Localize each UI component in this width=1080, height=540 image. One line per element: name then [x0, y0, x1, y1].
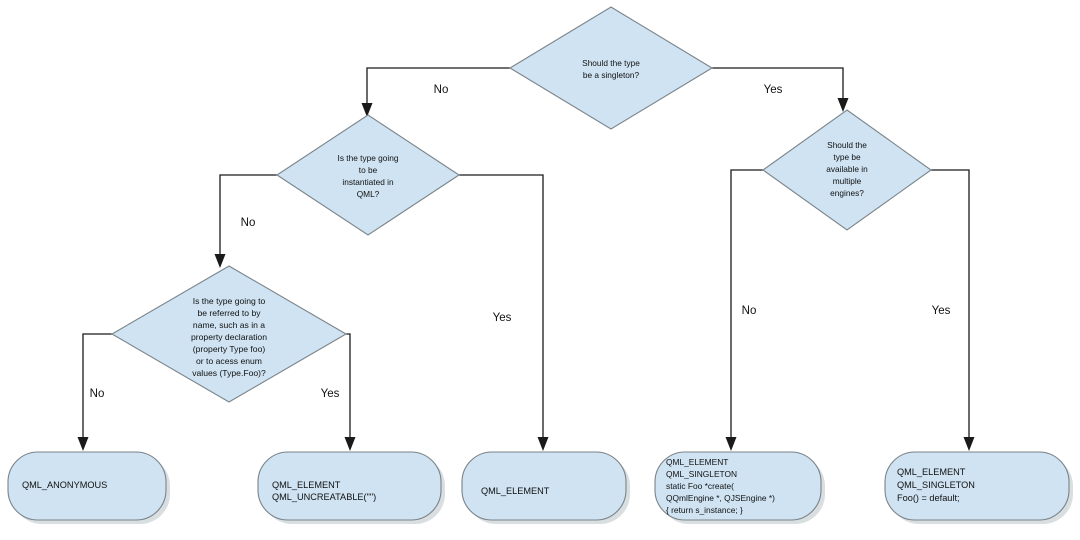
terminal-node-singleton-default[interactable]: QML_ELEMENT QML_SINGLETON Foo() = defaul… [884, 451, 1073, 524]
diamond-shape [762, 109, 932, 231]
decision-node-referred-by-name[interactable]: Is the type going to be referred to by n… [110, 265, 348, 403]
edge-path [931, 169, 970, 438]
edge-label-yes-1: Yes [764, 84, 783, 96]
edge-path [459, 174, 544, 438]
decision-line: Is the type going [338, 153, 399, 163]
decision-line: type be [833, 152, 861, 162]
diamond-shape [110, 265, 348, 403]
edge-label-no-3: No [90, 388, 105, 400]
terminal-line: static Foo *create( [666, 481, 734, 491]
terminal-node-qml-uncreatable[interactable]: QML_ELEMENT QML_UNCREATABLE("") [257, 451, 445, 524]
decision-node-singleton[interactable]: Should the type be a singleton? [508, 6, 714, 130]
edge-label-yes-4: Yes [932, 305, 951, 317]
terminal-line: { return s_instance; } [666, 505, 743, 515]
stadium-shape [461, 451, 627, 521]
edge-d1-no-to-d2: No [361, 67, 510, 117]
edge-d2-no-to-d4: No [214, 174, 277, 268]
terminal-line: QQmlEngine *, QJSEngine *) [666, 493, 775, 503]
decision-line: be referred to by [197, 308, 261, 318]
edge-label-no-2: No [241, 217, 256, 229]
terminal-line: QML_ELEMENT [897, 467, 966, 477]
decision-line: be a singleton? [583, 70, 640, 80]
decision-line: instantiated in [342, 177, 394, 187]
edge-d1-yes-to-d3: Yes [712, 67, 849, 112]
terminal-line: QML_ELEMENT [666, 457, 728, 467]
decision-line: Is the type going to [193, 296, 266, 306]
edge-label-yes-2: Yes [493, 312, 512, 324]
arrow-head-icon [725, 437, 737, 451]
terminal-node-singleton-create[interactable]: QML_ELEMENT QML_SINGLETON static Foo *cr… [654, 451, 825, 524]
decision-node-multiple-engines[interactable]: Should the type be available in multiple… [762, 109, 932, 231]
edge-d3-no-to-singleton-create: No [725, 169, 763, 451]
terminal-line: QML_UNCREATABLE("") [272, 492, 376, 502]
terminal-line: QML_SINGLETON [897, 480, 975, 490]
stadium-shape [7, 451, 167, 521]
decision-line: Should the type [582, 58, 640, 68]
terminal-node-qml-anonymous[interactable]: QML_ANONYMOUS [7, 451, 170, 524]
arrow-head-icon [344, 437, 356, 451]
edge-d3-yes-to-singleton-default: Yes [931, 169, 975, 451]
terminal-node-qml-element[interactable]: QML_ELEMENT [461, 451, 630, 524]
terminal-line: QML_ANONYMOUS [22, 480, 107, 490]
terminal-line: Foo() = default; [897, 493, 960, 503]
edge-label-no-1: No [434, 84, 449, 96]
edge-path [82, 333, 112, 438]
stadium-shape [884, 451, 1070, 521]
stadium-shape [257, 451, 442, 521]
decision-line: Should the [827, 140, 867, 150]
decision-line: property declaration [191, 332, 267, 342]
decision-line: multiple [833, 176, 862, 186]
arrow-head-icon [361, 103, 373, 117]
edge-d4-yes-to-qml-uncreatable: Yes [321, 333, 356, 451]
diamond-shape [508, 6, 714, 130]
edge-path [366, 67, 510, 106]
arrow-head-icon [837, 98, 849, 112]
arrow-head-icon [537, 437, 549, 451]
edge-d4-no-to-qml-anonymous: No [77, 333, 112, 451]
decision-line: values (Type.Foo)? [192, 368, 266, 378]
edge-path [712, 67, 844, 100]
edge-label-yes-3: Yes [321, 388, 340, 400]
edge-label-no-4: No [742, 305, 757, 317]
decision-line: (property Type foo) [193, 344, 266, 354]
diamond-shape [276, 114, 460, 236]
arrow-head-icon [214, 254, 226, 268]
edge-d2-yes-to-qml-element: Yes [459, 174, 549, 451]
terminal-line: QML_SINGLETON [666, 469, 737, 479]
decision-line: to be [359, 165, 378, 175]
decision-node-instantiated[interactable]: Is the type going to be instantiated in … [276, 114, 460, 236]
arrow-head-icon [963, 437, 975, 451]
edge-path [219, 174, 277, 255]
decision-line: engines? [830, 188, 864, 198]
decision-line: QML? [357, 189, 380, 199]
edge-path [730, 169, 763, 438]
decision-line: or to acess enum [196, 356, 262, 366]
terminal-line: QML_ELEMENT [481, 486, 550, 496]
decision-line: name, such as in a [193, 320, 265, 330]
decision-line: available in [826, 164, 868, 174]
arrow-head-icon [77, 437, 89, 451]
edge-path [346, 333, 351, 438]
terminal-line: QML_ELEMENT [272, 480, 341, 490]
edge-group: No Yes No Yes [77, 67, 975, 451]
stadium-shape [654, 451, 822, 521]
